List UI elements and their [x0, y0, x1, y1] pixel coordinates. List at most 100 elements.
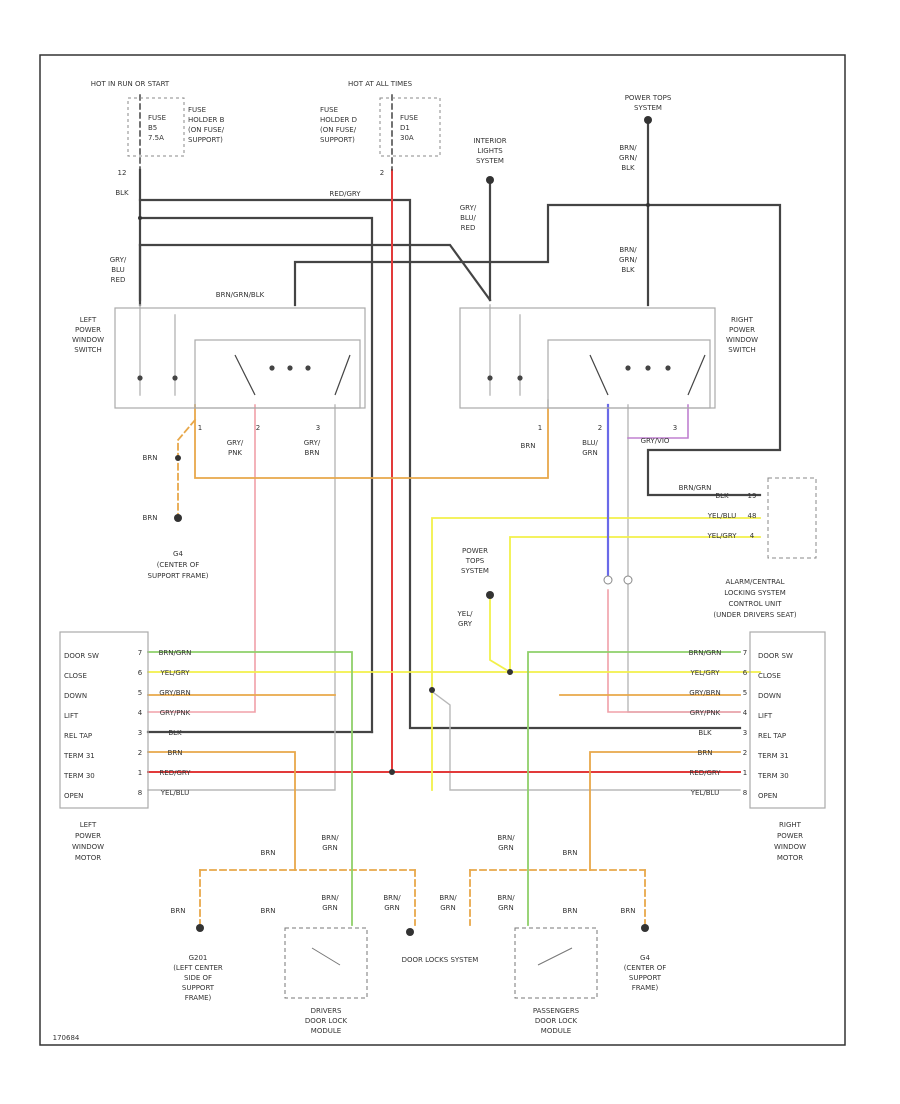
- ground-dashed: [177, 418, 646, 926]
- wire-red-gry-blk: [138, 198, 742, 730]
- power-tops-mid-label: POWER: [462, 547, 488, 555]
- fuse-holder-d-label: HOLDER D: [320, 116, 357, 124]
- left-switch-body: [114, 307, 366, 409]
- left-motor-pin: 7: [138, 649, 142, 657]
- wire-gry-vio: [627, 404, 689, 439]
- g4-top-label: G4: [173, 550, 183, 558]
- right-motor-pin: 3: [743, 729, 747, 737]
- right-motor-wire: YEL/BLU: [690, 789, 719, 797]
- right-motor-terminal: REL TAP: [758, 732, 786, 740]
- wire-right-loop: [646, 203, 782, 497]
- yel-gry-label: YEL/: [457, 610, 474, 618]
- wire-blk-main: [138, 168, 374, 734]
- blk-label: BLK: [115, 189, 129, 197]
- left-motor-pin: 1: [138, 769, 142, 777]
- alarm-label: (UNDER DRIVERS SEAT): [713, 611, 796, 619]
- left-switch-label: SWITCH: [74, 346, 101, 354]
- brn-label: BRN: [261, 907, 276, 915]
- left-motor-block: [59, 631, 149, 809]
- fuse-d1-label: FUSE: [400, 114, 418, 122]
- gry-blu-red-mid-label: RED: [461, 224, 476, 232]
- left-pin: 1: [198, 424, 202, 432]
- g201-label: G201: [189, 954, 208, 962]
- fuse-holder-b: [127, 97, 185, 157]
- fuse-d1-label: D1: [400, 124, 410, 132]
- right-switch-label: WINDOW: [726, 336, 758, 344]
- left-motor-wire: RED/GRY: [159, 769, 191, 777]
- right-motor-label: RIGHT: [779, 821, 802, 829]
- g4-bottom-label: G4: [640, 954, 650, 962]
- right-motor-wire: BRN/GRN: [689, 649, 722, 657]
- left-switch-label: POWER: [75, 326, 101, 334]
- left-switch-label: LEFT: [80, 316, 97, 324]
- dashed-black: [139, 94, 649, 206]
- right-motor-pin: 6: [743, 669, 748, 677]
- pink-wires: [147, 404, 741, 713]
- right-motor-pin: 1: [743, 769, 747, 777]
- left-motor-terminal: OPEN: [64, 792, 83, 800]
- brn-grn-label: GRN: [498, 844, 514, 852]
- left-pin: 3: [316, 424, 320, 432]
- brn-grn-label: BRN/: [383, 894, 401, 902]
- brn-grn-label: BRN/GRN: [679, 484, 712, 492]
- brn-grn-blk-label: BRN/GRN/BLK: [216, 291, 265, 299]
- brn-grn-label: GRN: [498, 904, 514, 912]
- left-motor-terminal: TERM 31: [63, 752, 95, 760]
- fuse-holder-b-label: FUSE: [188, 106, 206, 114]
- switch-contacts: [137, 354, 706, 396]
- gry-blu-red-left-label: GRY/: [110, 256, 127, 264]
- gry-blu-red-left-label: RED: [111, 276, 126, 284]
- brn-grn-label: GRN: [384, 904, 400, 912]
- right-switch-label: RIGHT: [731, 316, 754, 324]
- power-tops-mid-label: TOPS: [465, 557, 485, 565]
- alarm-label: ALARM/CENTRAL: [726, 578, 785, 586]
- passengers-lock-module: [514, 927, 598, 999]
- gry-brn-label: BRN: [305, 449, 320, 457]
- right-motor-label: POWER: [777, 832, 803, 840]
- left-switch-label: WINDOW: [72, 336, 104, 344]
- brn-grn-blk-mid-label: GRN/: [619, 256, 638, 264]
- left-motor-wire: BRN: [168, 749, 183, 757]
- left-motor-terminal: REL TAP: [64, 732, 92, 740]
- fuse-holder-b-label: SUPPORT): [188, 136, 223, 144]
- gry-pnk-label: PNK: [228, 449, 242, 457]
- alarm-wire-label: YEL/BLU: [707, 512, 736, 520]
- gry-vio-label: GRY/VIO: [641, 437, 670, 445]
- brn-label: BRN: [171, 907, 186, 915]
- gry-blu-red-mid-label: GRY/: [460, 204, 477, 212]
- right-pin: 1: [538, 424, 542, 432]
- fuse-d1-label: 30A: [400, 134, 414, 142]
- wires: [138, 94, 782, 926]
- right-motor-terminal: LIFT: [758, 712, 773, 720]
- left-motor-label: MOTOR: [75, 854, 101, 862]
- brn-grn-blk-top-label: BRN/: [619, 144, 637, 152]
- door-locks-label: DOOR LOCKS SYSTEM: [402, 956, 479, 964]
- green-wires: [147, 651, 741, 926]
- alarm-pin-label: 48: [748, 512, 757, 520]
- passengers-lock-label: DOOR LOCK: [535, 1017, 578, 1025]
- power-tops-mid-label: SYSTEM: [461, 567, 489, 575]
- drivers-lock-module: [284, 927, 368, 999]
- fuse-b5-label: B5: [148, 124, 157, 132]
- gry-pnk-label: GRY/: [227, 439, 244, 447]
- interior-lights-label: LIGHTS: [477, 147, 503, 155]
- fuse-b5-label: 7.5A: [148, 134, 164, 142]
- passengers-lock-label: MODULE: [541, 1027, 571, 1035]
- g201-label: (LEFT CENTER: [173, 964, 223, 972]
- fuse-holder-d-label: (ON FUSE/: [320, 126, 357, 134]
- alarm-pin-label: 4: [750, 532, 755, 540]
- brn-grn-label: BRN/: [497, 894, 515, 902]
- drivers-lock-label: MODULE: [311, 1027, 341, 1035]
- fuse-holder-b-label: (ON FUSE/: [188, 126, 225, 134]
- alarm-label: LOCKING SYSTEM: [724, 589, 786, 597]
- left-motor-wire: GRY/BRN: [159, 689, 190, 697]
- alarm-wire-label: BLK: [715, 492, 729, 500]
- right-motor-wire: YEL/GRY: [689, 669, 720, 677]
- left-motor-terminal: TERM 30: [63, 772, 95, 780]
- black-wires: [138, 118, 782, 734]
- fuse-holder-d-label: SUPPORT): [320, 136, 355, 144]
- left-motor-terminal: DOWN: [64, 692, 87, 700]
